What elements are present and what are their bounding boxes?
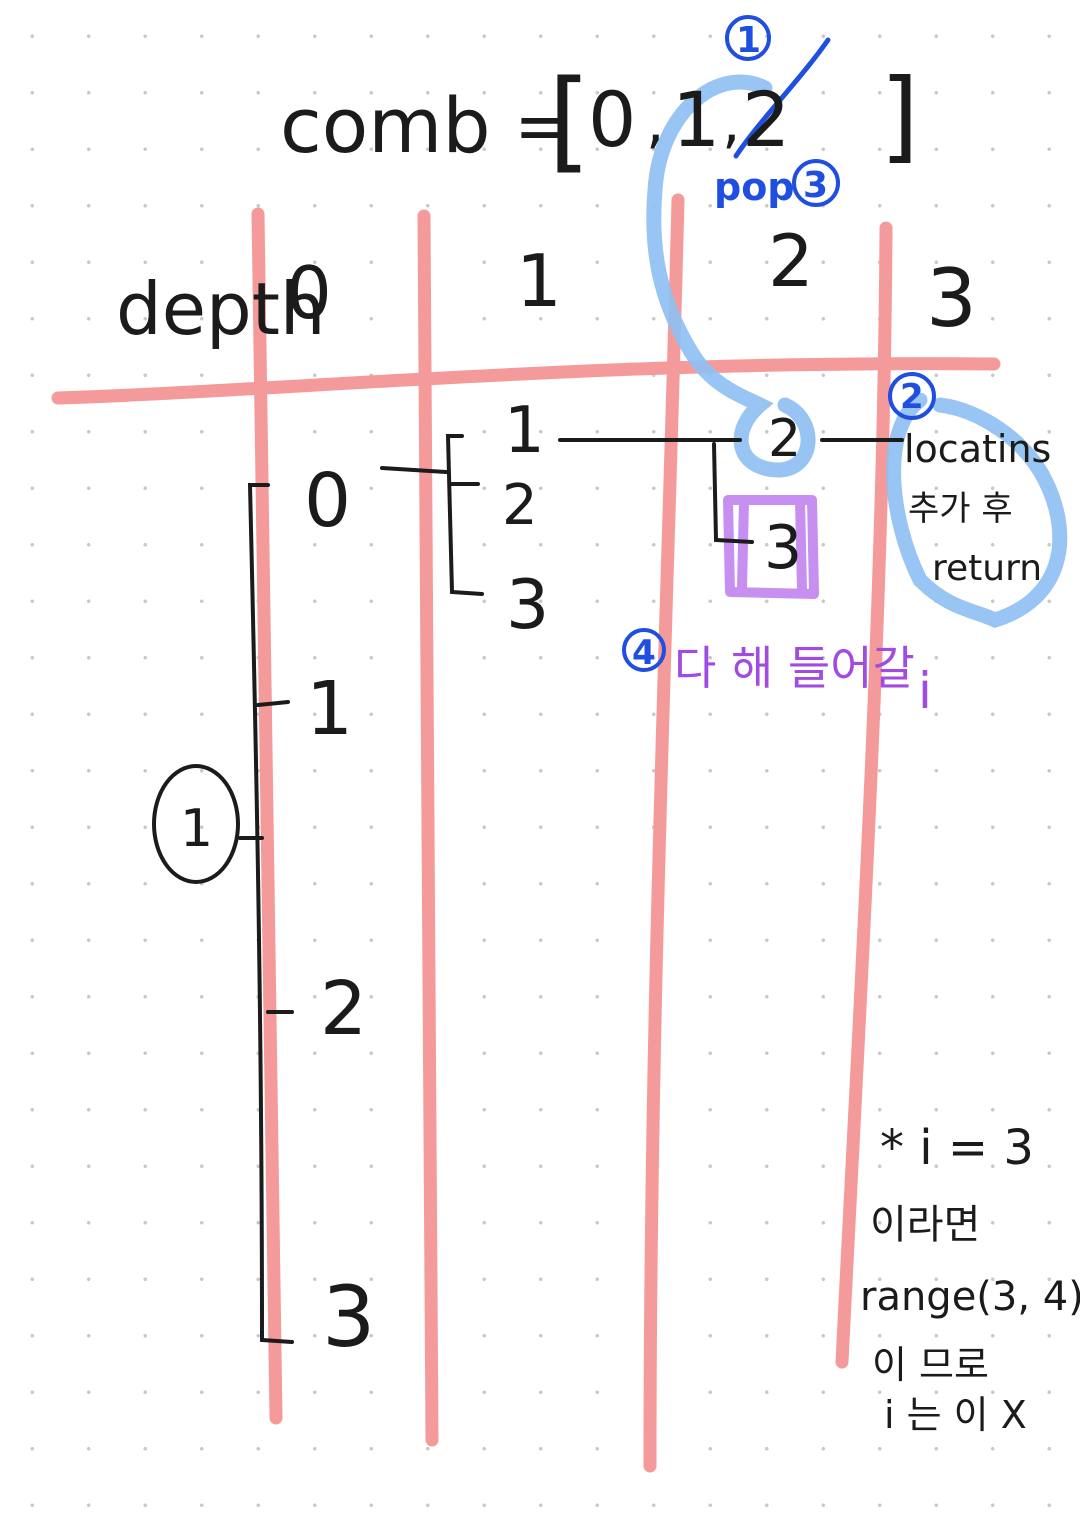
depth2-node-3: 3 (764, 513, 802, 583)
step4-text: 다 해 들어갈 (674, 641, 915, 695)
step4-variable: i (918, 662, 932, 720)
column-line-2 (643, 193, 685, 1473)
marker-circle-3 (792, 159, 840, 207)
comb-comma-0: , (646, 88, 664, 156)
depth1-node-2: 2 (502, 473, 538, 538)
comb-equals: = (514, 85, 573, 167)
marker-circle-4 (622, 628, 666, 672)
note-line-2: 이라면 (870, 1202, 980, 1248)
depth3-text-line-1: locatins (904, 427, 1051, 471)
purple-box (723, 495, 819, 599)
pop-label: pop (714, 165, 795, 209)
depth1-node-1: 1 (504, 394, 545, 468)
comb-value-2: 2 (742, 75, 790, 164)
edge-0-to-1 (380, 466, 448, 474)
comb-comma-1: , (722, 88, 740, 156)
header-row-line (51, 357, 1001, 405)
marker-1: 1 (736, 20, 761, 61)
loop-marker: 1 (180, 799, 213, 859)
column-line-1 (417, 209, 439, 1447)
comb-open-bracket: [ (548, 56, 591, 184)
note-line-5: i 는 이 X (884, 1393, 1027, 1437)
marker-circle-1 (725, 15, 771, 61)
grid-lines (51, 193, 1001, 1473)
blue-highlight-loops (646, 74, 1068, 629)
strike-through (733, 37, 831, 159)
comb-value-0: 0 (588, 75, 636, 164)
marker-4: 4 (632, 633, 656, 673)
comb-value-1: 1 (672, 75, 720, 164)
root-node-2: 2 (320, 966, 367, 1052)
root-node-3: 3 (322, 1268, 375, 1366)
comb-close-bracket: ] (880, 57, 919, 174)
depth-label: depth (116, 267, 326, 351)
root-bracket (247, 483, 294, 1344)
depth-column-1: 1 (516, 239, 562, 323)
tick-1 (256, 700, 290, 707)
depth-column-0: 0 (286, 251, 332, 335)
root-node-0: 0 (304, 458, 351, 544)
root-node-1: 1 (306, 666, 353, 752)
depth3-text-line-3: return (932, 548, 1042, 589)
depth2-bracket (712, 442, 754, 544)
depth1-node-3: 3 (506, 566, 549, 645)
comb-label: comb (280, 81, 491, 170)
depth3-text-line-2: 추가 후 (908, 489, 1013, 529)
column-line-3 (835, 221, 893, 1369)
note-line-3: range(3, 4) (860, 1274, 1080, 1320)
note-line-4: 이 므로 (872, 1343, 989, 1387)
marker-2: 2 (900, 377, 924, 417)
depth-column-2: 2 (768, 219, 814, 303)
depth2-node-2: 2 (768, 409, 801, 469)
depth1-bracket (445, 434, 484, 596)
marker-circles (152, 15, 936, 884)
loop-marker-circle (152, 764, 240, 884)
tree-lines (238, 434, 904, 1344)
column-line-0 (251, 207, 283, 1425)
note-line-1: * i = 3 (880, 1120, 1034, 1176)
depth-column-3: 3 (926, 252, 977, 345)
return-loop (886, 392, 1068, 629)
marker-circle-2 (888, 372, 936, 420)
marker-3: 3 (803, 165, 828, 206)
backtrack-loop (646, 74, 816, 478)
